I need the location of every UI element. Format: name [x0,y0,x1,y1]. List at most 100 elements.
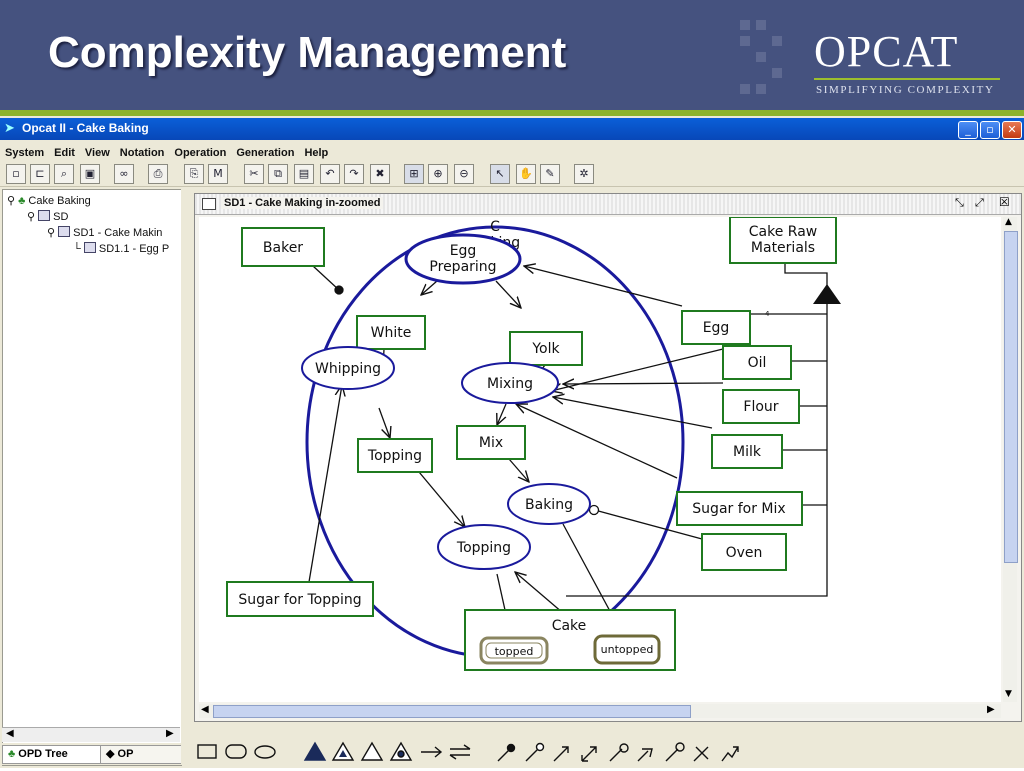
invocation-link-icon[interactable] [637,748,653,762]
opd-diagram[interactable]: C Making [199,216,1001,702]
object-flour[interactable] [722,389,800,424]
animation-icon[interactable]: ✲ [574,164,594,184]
tab-opd-tree[interactable]: ♣ OPD Tree [2,745,102,764]
maximize-icon[interactable]: ⤢ [975,196,984,209]
close-opd-icon[interactable]: ☒ [999,195,1010,209]
open-example-icon[interactable]: ⌕ [54,164,74,184]
state-topped[interactable] [479,636,549,665]
pointer-icon[interactable]: ↖ [490,164,510,184]
cut-icon[interactable]: ✂ [244,164,264,184]
minimize-button[interactable]: _ [958,121,978,139]
link-sugar-for-mix-mixing[interactable] [516,404,678,479]
save-icon[interactable]: ▣ [80,164,100,184]
delete-icon[interactable]: ✖ [370,164,390,184]
process-tool-icon[interactable] [225,744,247,759]
tree-expand-icon[interactable]: ⚲ [7,195,16,207]
unidirectional-link-icon[interactable] [421,746,443,758]
scroll-down-icon[interactable]: ▼ [1005,689,1012,699]
consumption-link-icon[interactable] [553,746,569,762]
tree-expand-icon[interactable]: ⚲ [47,227,56,239]
object-oven[interactable] [701,533,787,571]
process-mixing[interactable] [461,362,559,404]
pencil-icon[interactable]: ✎ [540,164,560,184]
menu-edit[interactable]: Edit [54,147,75,159]
tree-item-cake-baking[interactable]: ⚲ ♣ Cake Baking [7,194,91,207]
paste-icon[interactable]: ▤ [294,164,314,184]
object-mix[interactable] [456,425,526,460]
menu-system[interactable]: System [5,147,45,159]
print-preview-icon[interactable]: ⎘ [184,164,204,184]
object-yolk[interactable] [509,331,583,366]
scroll-up-icon[interactable]: ▲ [1005,217,1012,227]
print-icon[interactable]: ⎙ [148,164,168,184]
event-link-icon[interactable] [721,746,739,762]
open-icon[interactable]: ⊏ [30,164,50,184]
instrument-link-icon[interactable] [525,748,539,762]
zoom-in-icon[interactable]: ⊕ [428,164,448,184]
generalization-icon[interactable] [360,741,384,761]
menu-operation[interactable]: Operation [174,147,227,159]
state-untopped[interactable] [593,634,661,665]
find-icon[interactable]: ∞ [114,164,134,184]
object-oil[interactable] [722,345,792,380]
zoom-fit-icon[interactable]: ⊞ [404,164,424,184]
report-icon[interactable]: M [208,164,228,184]
agent-link[interactable] [312,265,340,291]
restore-icon[interactable]: ⤡ [955,196,964,209]
link-egg-preparing-yolk[interactable] [495,280,521,308]
link-mixing-mix[interactable] [497,403,507,425]
menu-notation[interactable]: Notation [119,147,165,159]
link-whipping-topping[interactable] [378,407,390,438]
aggregation-triangle[interactable] [813,284,841,304]
effect-link-icon[interactable] [609,748,623,762]
object-sugar-for-mix[interactable] [676,491,803,526]
result-link-icon[interactable] [581,746,597,762]
tree-horizontal-scrollbar[interactable]: ◀ ▶ [2,727,180,742]
agent-link-icon[interactable] [497,748,511,762]
opd-titlebar[interactable]: SD1 - Cake Making in-zoomed ⤡ ⤢ ☒ [195,194,1021,215]
undo-icon[interactable]: ↶ [320,164,340,184]
object-tool-icon[interactable] [197,744,217,759]
opd-vertical-scrollbar[interactable]: ▲ ▼ [1003,217,1018,702]
menu-generation[interactable]: Generation [236,147,295,159]
close-button[interactable]: ✕ [1002,121,1022,139]
tree-item-sd11[interactable]: └ SD1.1 - Egg P [73,242,169,255]
hand-icon[interactable]: ✋ [516,164,536,184]
window-titlebar[interactable]: ➤ Opcat II - Cake Baking _ ▫ ✕ [0,118,1024,140]
zoom-out-icon[interactable]: ⊖ [454,164,474,184]
panel-splitter[interactable] [181,189,189,764]
exception-link-icon[interactable] [693,746,709,762]
object-topping[interactable] [357,438,433,473]
tree-item-sd1[interactable]: ⚲ SD1 - Cake Makin [47,226,162,239]
instrument-link-oven[interactable] [590,508,703,540]
process-topping[interactable] [437,524,531,570]
aggregation-link[interactable] [784,261,828,287]
scroll-left-icon[interactable]: ◀ [201,704,209,715]
object-egg[interactable] [681,310,751,345]
object-cake-raw-materials[interactable] [729,216,837,264]
maximize-button[interactable]: ▫ [980,121,1000,139]
link-sugar-topping-whipping[interactable] [308,385,342,583]
process-egg-preparing[interactable] [404,233,522,285]
process-baking[interactable] [507,483,591,525]
link-egg-egg-preparing[interactable] [524,266,683,307]
opd-horizontal-scrollbar[interactable]: ◀ ▶ [199,704,1001,718]
tab-other[interactable]: ◆ OP [100,745,182,764]
new-icon[interactable]: ▫ [6,164,26,184]
menu-help[interactable]: Help [304,147,329,159]
bidirectional-link-icon[interactable] [449,744,471,760]
copy-icon[interactable]: ⧉ [268,164,288,184]
redo-icon[interactable]: ↷ [344,164,364,184]
tree-expand-icon[interactable]: ⚲ [27,211,36,223]
object-milk[interactable] [711,434,783,469]
link-flour-mixing[interactable] [563,383,724,384]
object-baker[interactable] [241,227,325,267]
scroll-thumb[interactable] [213,705,691,718]
link-mix-baking[interactable] [508,458,529,482]
scroll-left-icon[interactable]: ◀ [6,728,14,739]
menu-view[interactable]: View [84,147,110,159]
tree-item-sd[interactable]: ⚲ SD [27,210,68,223]
link-milk-mixing[interactable] [553,397,713,429]
aggregation-icon[interactable] [303,741,327,761]
aggregation-trunk[interactable] [566,303,828,597]
